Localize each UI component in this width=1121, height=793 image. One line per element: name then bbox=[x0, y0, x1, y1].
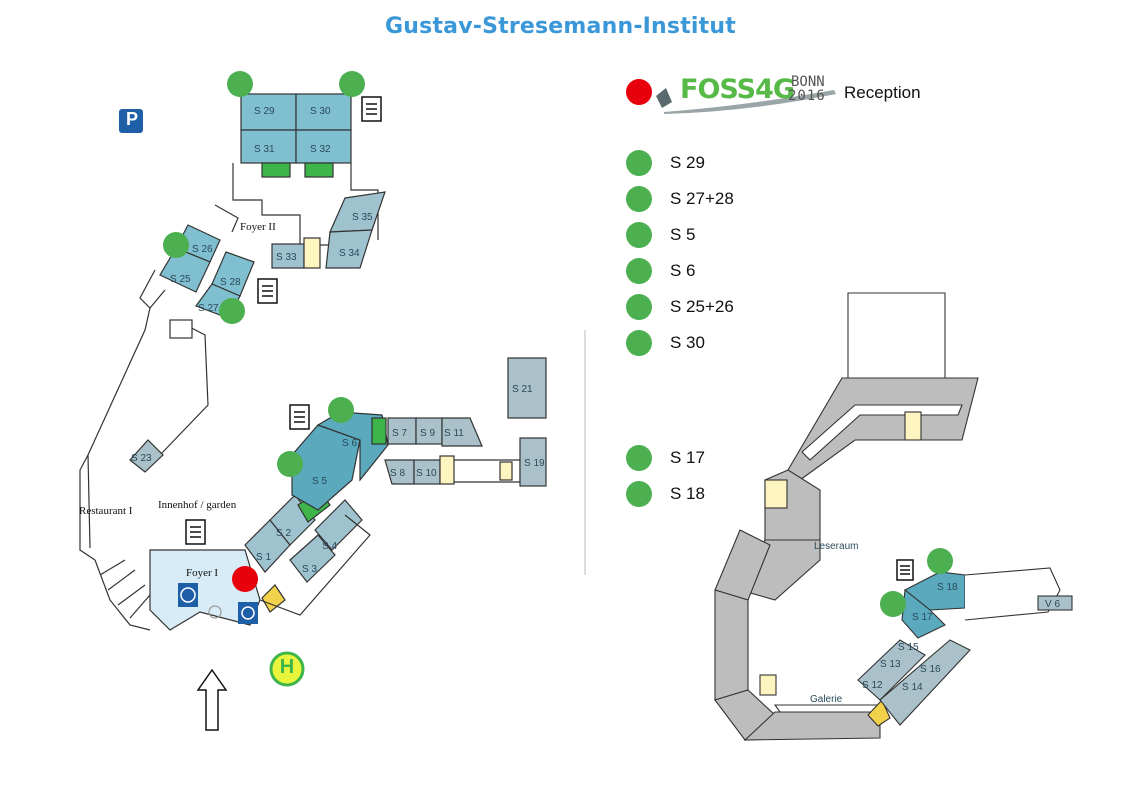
room-s25 bbox=[159, 247, 211, 293]
legend-dot bbox=[626, 330, 652, 356]
svg-text:S 35: S 35 bbox=[352, 212, 373, 223]
svg-text:S 10: S 10 bbox=[416, 468, 437, 479]
parking-label: P bbox=[125, 109, 138, 129]
entrance-arrow-icon bbox=[196, 668, 228, 731]
svg-text:Restaurant I: Restaurant I bbox=[79, 505, 133, 517]
svg-text:Galerie: Galerie bbox=[810, 694, 843, 705]
reception-legend-dot bbox=[626, 79, 652, 105]
svg-text:S 14: S 14 bbox=[902, 682, 923, 693]
right-building: Leseraum Galerie bbox=[714, 292, 1073, 741]
reception-marker bbox=[232, 566, 258, 592]
svg-text:S 4: S 4 bbox=[322, 541, 337, 552]
room-s30 bbox=[295, 93, 352, 131]
legend-item: S 18 bbox=[670, 484, 705, 503]
svg-text:S 7: S 7 bbox=[392, 428, 407, 439]
room-s4 bbox=[314, 499, 363, 551]
legend-dot bbox=[626, 150, 652, 176]
room-s23 bbox=[129, 439, 164, 473]
svg-text:S 27: S 27 bbox=[198, 303, 219, 314]
room-s34 bbox=[325, 229, 373, 269]
legend-item: S 6 bbox=[670, 261, 696, 280]
legend-dot bbox=[626, 294, 652, 320]
logo-year: 2016 bbox=[788, 88, 826, 104]
room-v6 bbox=[1037, 595, 1073, 611]
svg-text:S 11: S 11 bbox=[444, 428, 464, 439]
logo-city: BONN bbox=[791, 74, 825, 90]
svg-text:Leseraum: Leseraum bbox=[814, 541, 858, 552]
legend-item: S 30 bbox=[670, 333, 705, 352]
svg-text:Innenhof / garden: Innenhof / garden bbox=[158, 499, 237, 511]
map-markers bbox=[163, 71, 953, 617]
svg-text:S 33: S 33 bbox=[276, 252, 297, 263]
svg-text:S 31: S 31 bbox=[254, 144, 275, 155]
svg-text:S 15: S 15 bbox=[898, 642, 919, 653]
document-icon bbox=[185, 96, 914, 581]
svg-text:S 8: S 8 bbox=[390, 468, 405, 479]
svg-text:S 16: S 16 bbox=[920, 664, 941, 675]
svg-text:S 23: S 23 bbox=[131, 453, 152, 464]
legend-item: S 5 bbox=[670, 225, 696, 244]
reception-label: Reception bbox=[844, 83, 921, 102]
svg-text:S 18: S 18 bbox=[937, 582, 958, 593]
svg-text:S 25: S 25 bbox=[170, 274, 191, 285]
svg-text:S 17: S 17 bbox=[912, 612, 933, 623]
svg-text:S 26: S 26 bbox=[192, 244, 213, 255]
logo-main: FOSS4G bbox=[680, 74, 795, 105]
svg-text:S 12: S 12 bbox=[862, 680, 883, 691]
legend-item: S 27+28 bbox=[670, 189, 734, 208]
right-labels: S 18 S 17 V 6 S 15 S 13 S 16 S 12 S 14 bbox=[862, 582, 1060, 693]
svg-text:S 5: S 5 bbox=[312, 476, 327, 487]
foyer-1 bbox=[149, 549, 261, 631]
room-s19 bbox=[519, 437, 547, 487]
legend-item: S 29 bbox=[670, 153, 705, 172]
svg-text:S 29: S 29 bbox=[254, 106, 275, 117]
room-s17 bbox=[901, 588, 946, 639]
legend-item: S 25+26 bbox=[670, 297, 734, 316]
legend-dot bbox=[626, 186, 652, 212]
cloakroom-icon bbox=[238, 602, 258, 624]
svg-text:Foyer II: Foyer II bbox=[240, 221, 276, 233]
info-icon bbox=[178, 583, 198, 607]
bus-stop-icon bbox=[269, 651, 305, 687]
room-s31 bbox=[240, 129, 297, 164]
svg-text:S 1: S 1 bbox=[256, 552, 271, 563]
svg-text:S 2: S 2 bbox=[276, 528, 291, 539]
svg-text:S 6: S 6 bbox=[342, 438, 357, 449]
svg-text:S 32: S 32 bbox=[310, 144, 331, 155]
svg-text:Foyer I: Foyer I bbox=[186, 567, 218, 579]
room-s29 bbox=[240, 93, 297, 131]
svg-text:S 28: S 28 bbox=[220, 277, 241, 288]
svg-text:S 19: S 19 bbox=[524, 458, 545, 469]
room-s9 bbox=[415, 417, 443, 445]
room-s3 bbox=[289, 534, 336, 583]
legend-dot bbox=[626, 445, 652, 471]
svg-text:S 34: S 34 bbox=[339, 248, 360, 259]
foss4g-logo: FOSS4G BONN 2016 bbox=[654, 68, 839, 121]
left-building bbox=[79, 93, 586, 631]
svg-text:S 13: S 13 bbox=[880, 659, 901, 670]
svg-text:S 21: S 21 bbox=[512, 384, 533, 395]
svg-text:S 9: S 9 bbox=[420, 428, 435, 439]
svg-text:V 6: V 6 bbox=[1045, 599, 1060, 610]
room-s11 bbox=[441, 417, 483, 447]
svg-text:S 3: S 3 bbox=[302, 564, 317, 575]
room-s21 bbox=[507, 357, 547, 419]
legend-dot bbox=[626, 258, 652, 284]
left-labels: S 29 S 30 S 31 S 32 S 35 S 34 S 33 S 26 S 25… bbox=[79, 106, 545, 579]
legend-dot bbox=[626, 222, 652, 248]
legend-dot bbox=[626, 481, 652, 507]
svg-text:S 30: S 30 bbox=[310, 106, 331, 117]
parking-icon bbox=[119, 109, 143, 133]
bus-stop-label: H bbox=[279, 656, 295, 678]
page-title: Gustav-Stresemann-Institut bbox=[385, 14, 736, 39]
legend-item: S 17 bbox=[670, 448, 705, 467]
